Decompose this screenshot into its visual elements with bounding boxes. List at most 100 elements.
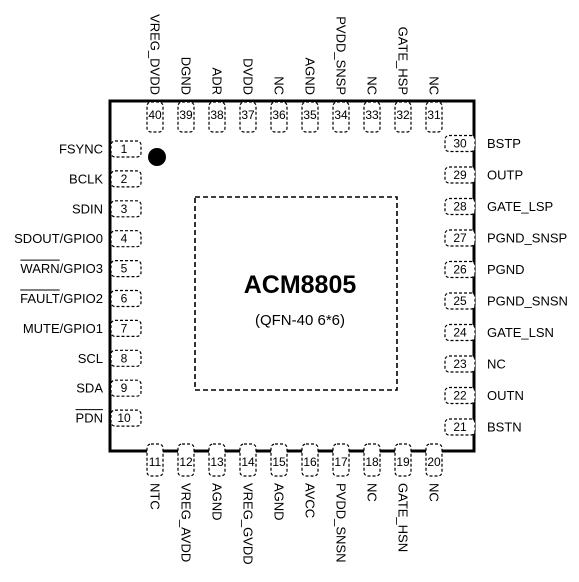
pin-label: PGND [487, 262, 525, 277]
pin-5: 5 WARN/GPIO3 [20, 259, 142, 278]
pin-label: PGND_SNSP [487, 231, 567, 246]
pin-label: VREG_DVDD [148, 14, 163, 95]
pin-number: 3 [121, 202, 128, 216]
pin-pad [394, 101, 412, 133]
pin-label: SDA [76, 381, 103, 396]
pin-number: 38 [210, 108, 224, 122]
pin-label: DGND [179, 57, 194, 95]
pin-label: OUTP [487, 168, 523, 183]
pin-number: 11 [149, 455, 162, 469]
pin-label: DVDD [241, 58, 256, 95]
pin-label: NC [487, 357, 506, 372]
pin-label: SDIN [72, 201, 103, 216]
pin-label: PVDD_SNSP [334, 16, 349, 95]
pin-number: 7 [121, 321, 128, 335]
pin-25: 25 PGND_SNSN [444, 292, 568, 310]
pin-pad [146, 101, 164, 133]
pin-number: 16 [303, 455, 317, 469]
pins-top: 31NC32GATE_HSP33NC34PVDD_SNSP35AGND36NC3… [146, 14, 443, 133]
pin-label: NC [427, 76, 442, 95]
pin-label: NC [365, 483, 380, 502]
pin-label: VREG_AVDD [179, 483, 194, 562]
pin-number: 15 [272, 455, 286, 469]
pin-label: AVCC [303, 483, 318, 518]
pin-number: 32 [396, 108, 410, 122]
pin-label: NTC [148, 483, 163, 510]
pin-label: GATE_HSN [396, 483, 411, 552]
pin-number: 14 [241, 455, 255, 469]
pin-pad [332, 443, 350, 477]
pin-number: 29 [453, 168, 467, 182]
pin-number: 39 [179, 108, 193, 122]
pin-pad [425, 443, 443, 477]
pin-label: WARN/GPIO3 [20, 261, 103, 276]
pins-left: 1FSYNC2BCLK3SDIN4SDOUT/GPIO05WARN/GPIO36… [14, 140, 142, 427]
pin-pad [110, 319, 142, 337]
pin-29: 29 OUTP [444, 166, 523, 184]
pin-number: 24 [453, 326, 467, 340]
pin-pad [332, 101, 350, 133]
pin-pad [444, 386, 476, 405]
pin-number: 26 [453, 263, 467, 277]
pin-23: 23 NC [444, 355, 506, 373]
pin-number: 6 [121, 292, 128, 306]
pin-pad [110, 200, 142, 218]
pin-number: 28 [453, 200, 467, 214]
pin-number: 25 [453, 294, 467, 308]
exposed-pad [194, 196, 398, 391]
pin-pad [110, 409, 142, 427]
pin-label: OUTN [487, 388, 524, 403]
pin-pad [444, 292, 476, 310]
pin-number: 21 [453, 420, 467, 434]
pin-number: 27 [453, 231, 467, 245]
pin-pad [177, 443, 195, 477]
pin-39: 39 DGND [177, 57, 195, 133]
pin-number: 34 [334, 108, 348, 122]
pin-pad [110, 289, 142, 308]
pin-number: 5 [121, 262, 128, 276]
pin-number: 40 [148, 108, 162, 122]
pin-label: PVDD_SNSN [334, 483, 349, 562]
pin-pad [110, 260, 142, 278]
pin-label: AGND [272, 483, 287, 521]
pin-pad [444, 355, 476, 373]
pin-pad [110, 379, 142, 397]
chip-name: ACM8805 [244, 271, 357, 299]
pin-label: PGND_SNSN [487, 294, 568, 309]
pin-number: 33 [365, 108, 379, 122]
pin-pad [444, 197, 476, 216]
pin-number: 30 [453, 137, 467, 151]
pin-number: 36 [272, 108, 286, 122]
pin-label: GATE_LSP [487, 199, 553, 214]
pin-number: 10 [117, 411, 131, 425]
pin-label: NC [427, 483, 442, 502]
pin-27: 27 PGND_SNSP [444, 229, 567, 247]
pin-number: 9 [121, 381, 128, 395]
pin-number: 23 [453, 357, 467, 371]
pins-bottom: 11NTC12VREG_AVDD13AGND14VREG_GVDD15AGND1… [146, 443, 443, 565]
pin-pad [110, 349, 142, 367]
pin-number: 19 [396, 455, 410, 469]
